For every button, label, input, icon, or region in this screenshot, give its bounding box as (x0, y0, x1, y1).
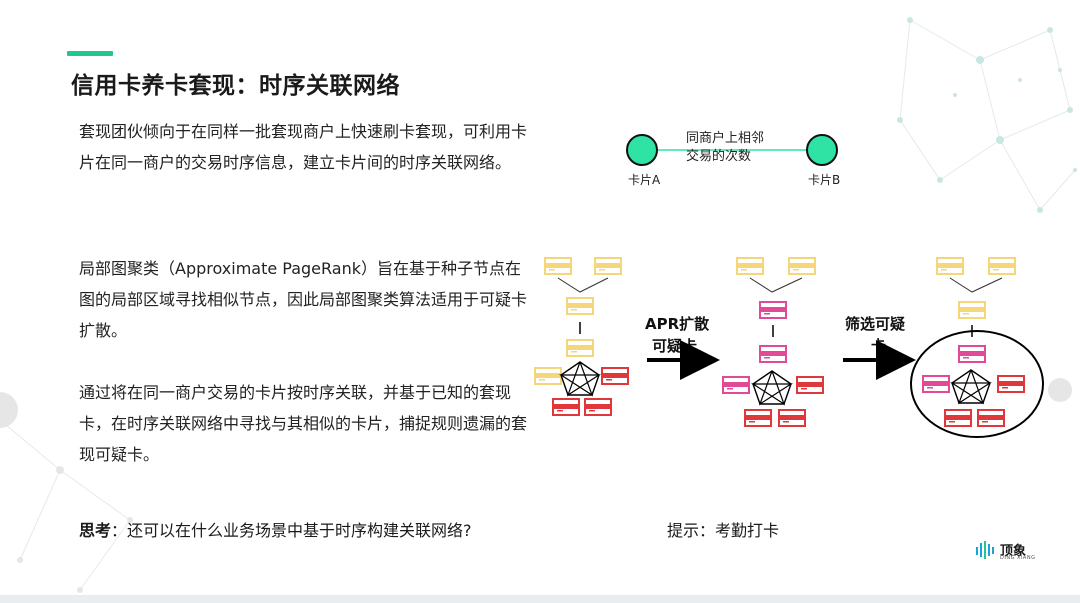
paragraph-local-graph-clustering: 局部图聚类（Approximate PageRank）旨在基于种子节点在图的局部… (79, 259, 528, 340)
suspect-boundary (910, 330, 1044, 438)
card-normal (988, 257, 1016, 275)
arrow-filter-suspects: 筛选可疑 卡 (843, 315, 916, 380)
card-suspect (958, 345, 986, 363)
page-title: 信用卡养卡套现：时序关联网络 (71, 73, 400, 99)
card-normal (958, 301, 986, 319)
core-cluster (752, 370, 792, 405)
card-normal (534, 367, 562, 385)
panel-initial-network (534, 257, 629, 416)
bottom-strip (0, 595, 1080, 603)
legend-node-b (806, 134, 838, 166)
arrow1-label-1: APR扩散 (645, 315, 710, 333)
arrow2-label-2: 卡 (871, 337, 886, 355)
brand-logo-icon (976, 541, 994, 559)
arrow-apr-diffusion: APR扩散 可疑卡 (645, 315, 720, 380)
legend-edge-label-1: 同商户上相邻 (686, 130, 764, 146)
card-normal (544, 257, 572, 275)
brand-subname: DING XIANG (1000, 555, 1036, 561)
legend-node-a (626, 134, 658, 166)
card-fraud (744, 409, 772, 427)
think-question: 思考：还可以在什么业务场景中基于时序构建关联网络? (79, 517, 472, 541)
brand-logo: 顶象 DING XIANG (976, 539, 1046, 563)
card-normal (788, 257, 816, 275)
legend-edge-example: 同商户上相邻 交易的次数 卡片A 卡片B (626, 130, 840, 187)
core-cluster (951, 369, 991, 404)
panel-after-diffusion (722, 257, 824, 427)
card-fraud (997, 375, 1025, 393)
legend-node-b-label: 卡片B (808, 173, 840, 187)
paragraph-detect-suspect-cards: 通过将在同一商户交易的卡片按时序关联，并基于已知的套现卡，在时序关联网络中寻找与… (79, 383, 528, 464)
title-accent-bar (67, 51, 113, 56)
paragraph-time-series-network: 套现团伙倾向于在同样一批套现商户上快速刷卡套现，可利用卡片在同一商户的交易时序信… (79, 122, 528, 172)
card-fraud (584, 398, 612, 416)
card-fraud (796, 376, 824, 394)
card-suspect (722, 376, 750, 394)
card-fraud (778, 409, 806, 427)
arrow2-label-1: 筛选可疑 (845, 315, 905, 333)
think-text: ：还可以在什么业务场景中基于时序构建关联网络? (111, 521, 472, 540)
card-fraud (944, 409, 972, 427)
card-fraud (601, 367, 629, 385)
card-normal (736, 257, 764, 275)
card-normal (594, 257, 622, 275)
card-normal (566, 339, 594, 357)
card-suspect (759, 301, 787, 319)
card-suspect (759, 345, 787, 363)
card-fraud (977, 409, 1005, 427)
card-suspect (922, 375, 950, 393)
hint-text: 提示：考勤打卡 (667, 521, 780, 540)
card-normal (566, 297, 594, 315)
legend-edge-label-2: 交易的次数 (686, 148, 751, 164)
card-fraud (552, 398, 580, 416)
think-label: 思考 (79, 521, 112, 540)
core-cluster (560, 361, 600, 396)
panel-filtered-suspects (910, 257, 1044, 438)
card-normal (936, 257, 964, 275)
brand-name: 顶象 (1000, 544, 1027, 559)
legend-node-a-label: 卡片A (628, 173, 661, 187)
arrow1-label-2: 可疑卡 (652, 337, 697, 355)
